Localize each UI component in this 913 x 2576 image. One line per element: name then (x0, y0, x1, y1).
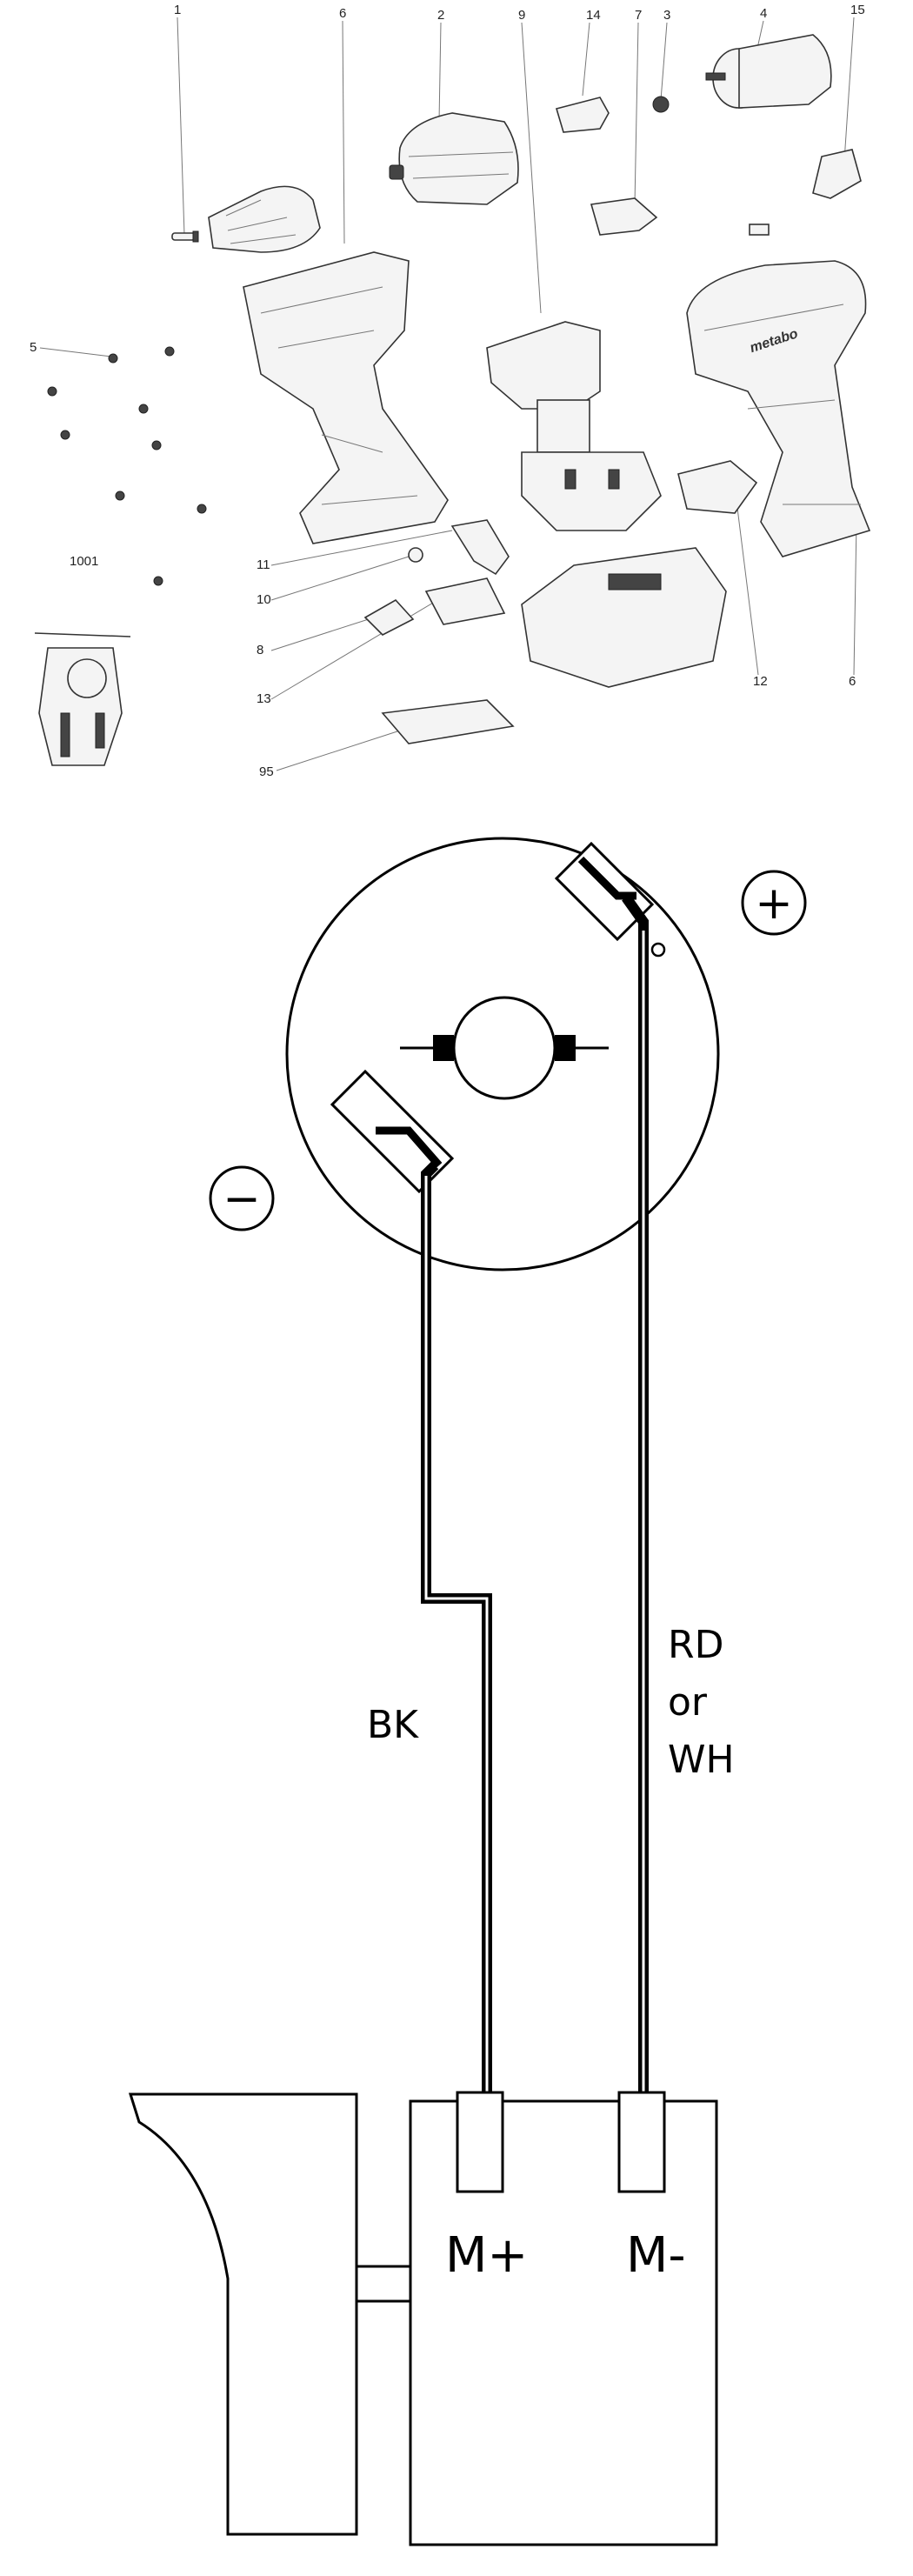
switch-terminal-m-minus (617, 2091, 666, 2193)
switch-terminal-m-plus (456, 2091, 504, 2193)
gear-part-icon (652, 96, 670, 113)
wire-label-bk: BK (367, 1703, 419, 1747)
part-label-11: 11 (257, 557, 270, 572)
part-label-7: 7 (635, 8, 642, 23)
screw-set-icon (47, 346, 207, 586)
trigger-shaft (355, 2265, 412, 2303)
part-label-95: 95 (259, 764, 274, 779)
part-label-9: 9 (518, 8, 525, 23)
black-wire (421, 1161, 492, 2098)
part-label-3: 3 (663, 8, 670, 23)
negative-terminal-symbol: − (209, 1165, 275, 1231)
part-label-8: 8 (257, 643, 263, 657)
part-11-icon (450, 519, 510, 576)
part-label-2: 2 (437, 8, 444, 23)
part-7-icon (590, 197, 658, 236)
bracket-part-icon (381, 699, 515, 744)
wire-label-rd: RD (668, 1623, 723, 1667)
negative-motor-terminal (330, 1069, 455, 1194)
part-12-icon (677, 460, 758, 514)
wire-label-or: or (668, 1680, 708, 1725)
part-label-1: 1 (174, 3, 181, 17)
switch-label-m-plus: M+ (445, 2227, 528, 2284)
part-label-15: 15 (850, 3, 865, 17)
trigger-icon (128, 2092, 358, 2536)
svg-text:+: + (755, 878, 793, 930)
part-label-5: 5 (30, 340, 37, 355)
part-label-1001: 1001 (70, 554, 98, 569)
trigger-switch-icon (486, 321, 662, 531)
motor-part-icon (705, 34, 832, 109)
small-plate-icon (749, 224, 770, 236)
housing-half-icon (243, 251, 449, 544)
label-plate-icon (424, 577, 506, 625)
part-label-6-housing: 6 (339, 6, 346, 21)
drill-chuck-icon (208, 185, 321, 253)
drill-shell-icon: metabo (686, 260, 871, 557)
gearbox-icon (389, 112, 519, 205)
part-label-10: 10 (257, 592, 271, 607)
part-label-4: 4 (760, 6, 767, 21)
part-label-13: 13 (257, 691, 271, 706)
spring-part-icon (408, 547, 423, 563)
wire-label-wh: WH (668, 1738, 735, 1782)
screw-part-icon (171, 230, 199, 243)
part-14-icon (555, 97, 610, 133)
wiring-diagram: + − BK RD or WH M+ M- (128, 837, 807, 2546)
red-white-wire (622, 894, 649, 2098)
battery-pack-icon (521, 547, 727, 688)
motor-detail-inset-icon (34, 632, 131, 766)
positive-terminal-symbol: + (741, 870, 807, 936)
black-wire-core (424, 1176, 489, 2098)
part-label-6-shell: 6 (849, 674, 856, 689)
part-label-14: 14 (586, 8, 601, 23)
motor-housing-outline (285, 837, 720, 1271)
motor-armature-icon (400, 996, 609, 1100)
switch-label-m-minus: M- (626, 2227, 686, 2284)
exploded-parts-view: 1 6 2 9 14 7 3 4 15 5 1001 11 10 8 13 95… (30, 3, 871, 779)
part-label-12: 12 (753, 674, 768, 689)
svg-text:−: − (223, 1173, 261, 1225)
part-8-icon (363, 598, 415, 636)
part-15-icon (812, 149, 862, 199)
